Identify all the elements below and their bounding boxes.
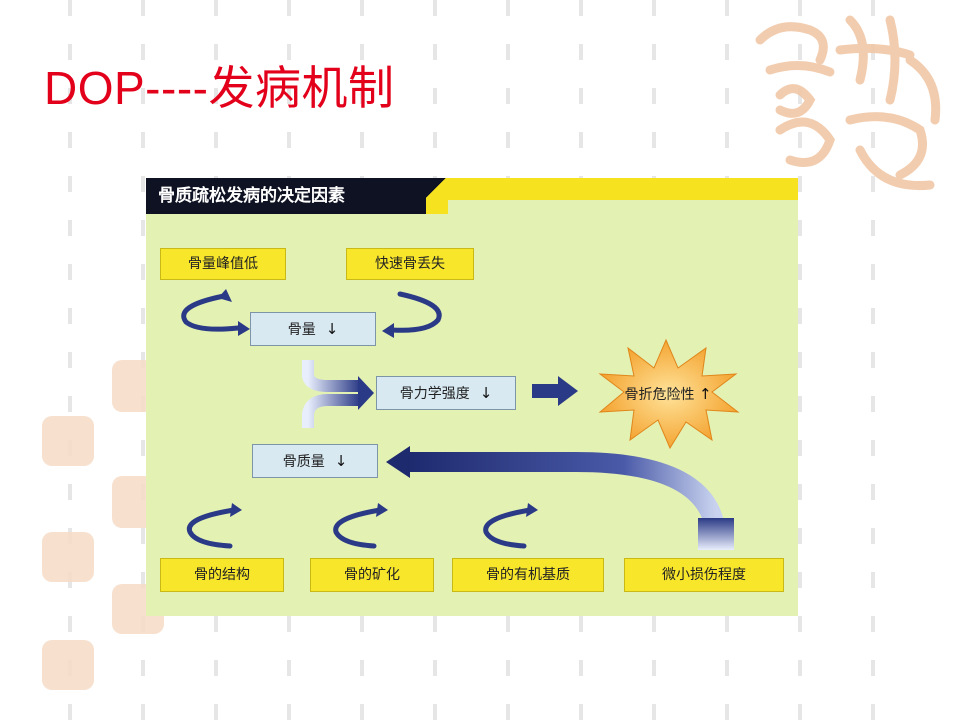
- merge-arrow-icon: [302, 360, 374, 428]
- mechanical-strength-box: 骨力学强度 ↓: [376, 376, 516, 410]
- factor-box-rapid-bone-loss: 快速骨丢失: [346, 248, 474, 280]
- curved-arrow-icon: [181, 289, 250, 336]
- mechanical-strength-label: 骨力学强度: [399, 386, 470, 402]
- down-arrow-icon: ↓: [479, 383, 493, 402]
- down-arrow-icon: ↓: [334, 451, 348, 470]
- diagram-panel: 骨质疏松发病的决定因素: [146, 178, 798, 616]
- curved-arrow-icon: [382, 291, 442, 338]
- right-arrow-icon: [532, 376, 578, 406]
- up-arrow-icon: ↑: [698, 385, 712, 403]
- curved-arrow-icon: [483, 503, 538, 549]
- flow-arrows: [181, 289, 740, 550]
- diagram-title: 骨质疏松发病的决定因素: [146, 178, 426, 214]
- slide-title: DOP----发病机制: [44, 62, 395, 114]
- sweep-arrow-icon: [386, 446, 734, 550]
- seal-stamp-icon: [740, 0, 960, 200]
- bone-quality-label: 骨质量: [282, 454, 325, 470]
- curved-arrow-icon: [186, 503, 242, 549]
- bone-mass-label: 骨量: [287, 322, 316, 338]
- title-accent-bar: [426, 178, 798, 200]
- seal-stamp-icon: [42, 532, 94, 582]
- factor-box-organic-matrix: 骨的有机基质: [452, 558, 604, 592]
- fracture-risk-label: 骨折危险性 ↑: [620, 384, 716, 404]
- factor-box-bone-structure: 骨的结构: [160, 558, 284, 592]
- seal-stamp-icon: [42, 416, 94, 466]
- seal-stamp-icon: [42, 640, 94, 690]
- curved-arrow-icon: [333, 503, 388, 549]
- fracture-risk-text: 骨折危险性: [624, 387, 695, 403]
- down-arrow-icon: ↓: [325, 319, 339, 338]
- factor-box-microdamage: 微小损伤程度: [624, 558, 784, 592]
- bone-mass-box: 骨量 ↓: [250, 312, 376, 346]
- bone-quality-box: 骨质量 ↓: [252, 444, 378, 478]
- factor-box-bone-mineralization: 骨的矿化: [310, 558, 434, 592]
- starburst-icon: [598, 338, 740, 450]
- factor-box-peak-bone-mass: 骨量峰值低: [160, 248, 286, 280]
